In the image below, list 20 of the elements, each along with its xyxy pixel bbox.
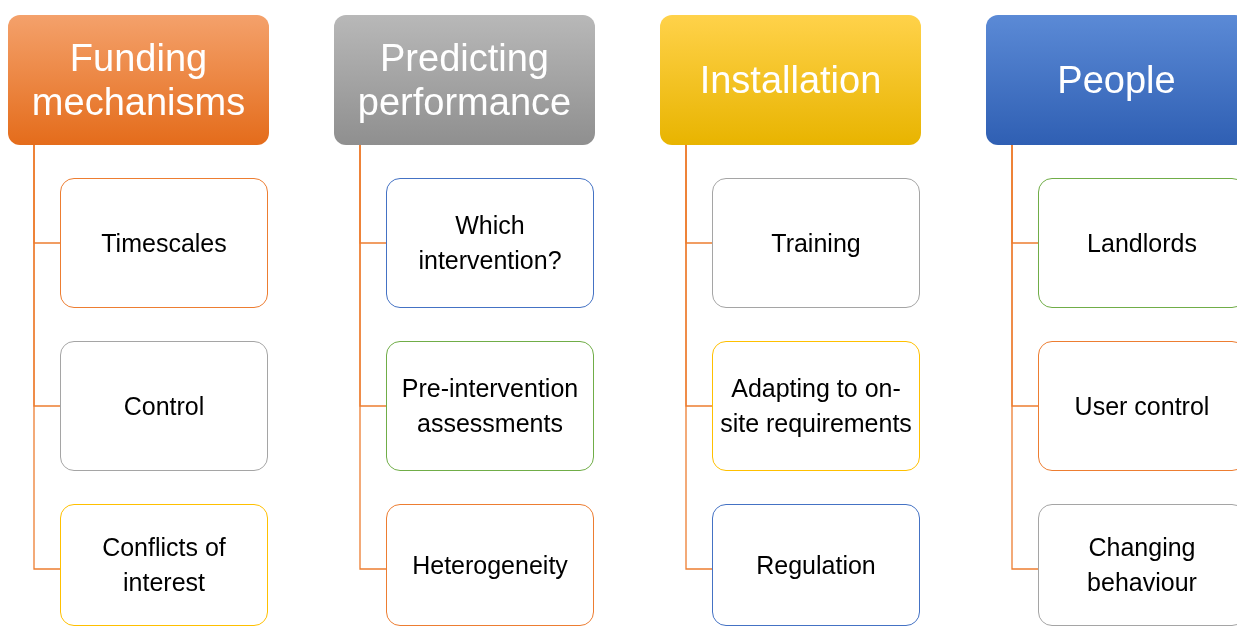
item-box: Training — [712, 178, 920, 308]
item-box: Which intervention? — [386, 178, 594, 308]
item-box: Adapting to on-site requirements — [712, 341, 920, 471]
connector-line — [33, 144, 61, 570]
item-box: Conflicts of interest — [60, 504, 268, 626]
item-box: Heterogeneity — [386, 504, 594, 626]
connector-line — [685, 144, 713, 570]
item-box: User control — [1038, 341, 1237, 471]
item-box: Regulation — [712, 504, 920, 626]
connector-line — [1011, 144, 1039, 570]
category-header-box: Predicting performance — [334, 15, 595, 145]
item-box: Control — [60, 341, 268, 471]
item-box: Pre-intervention assessments — [386, 341, 594, 471]
item-box: Landlords — [1038, 178, 1237, 308]
item-box: Changing behaviour — [1038, 504, 1237, 626]
category-header-box: Funding mechanisms — [8, 15, 269, 145]
connector-line — [359, 144, 387, 570]
category-header-box: Installation — [660, 15, 921, 145]
category-header-box: People — [986, 15, 1237, 145]
item-box: Timescales — [60, 178, 268, 308]
